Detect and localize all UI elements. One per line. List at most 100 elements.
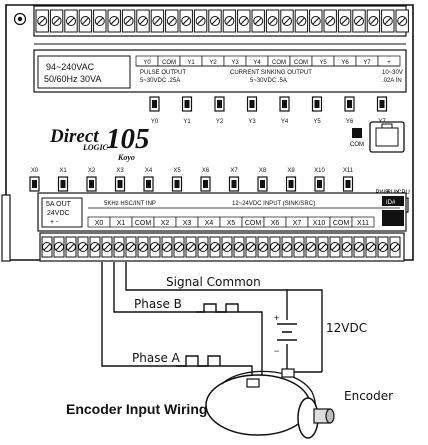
phase-b-pulse-icon [196, 303, 239, 313]
bottom-terminal-label: COM [333, 220, 350, 227]
brand-maker: Koyo [117, 153, 135, 162]
terminal-screw [137, 236, 149, 258]
phase-a-label: Phase A [132, 351, 181, 365]
encoder-connector-a [246, 378, 260, 388]
power-input-rating: 50/60Hz 30VA [44, 74, 101, 84]
power-input-voltage: 94~240VAC [46, 62, 95, 72]
terminal-screw [35, 9, 49, 33]
power-note-voltage: 10~30V [382, 70, 403, 76]
terminal-screw [337, 9, 352, 33]
terminal-screw [53, 236, 65, 258]
terminal-screw [377, 236, 389, 258]
terminal-screw [251, 9, 265, 33]
terminal-screw [293, 236, 305, 258]
output-led-row: Y0Y1Y2Y3Y4Y5Y6Y7 [149, 96, 388, 125]
supply-voltage-label: 12VDC [326, 321, 367, 335]
input-led-label: X8 [259, 168, 267, 174]
output-led-label: Y3 [248, 119, 256, 125]
power-note-current: .02A IN [382, 78, 402, 84]
terminal-screw [323, 9, 337, 33]
bottom-terminal-label: X4 [205, 220, 214, 227]
terminal-screw [317, 236, 329, 258]
terminal-screw [233, 236, 245, 258]
input-led: X4 [143, 168, 154, 192]
terminal-screw [280, 9, 294, 33]
input-led: X3 [114, 168, 126, 192]
input-led: X5 [171, 168, 183, 192]
terminal-screw [381, 9, 395, 33]
aux-out-label: 5A OUT [46, 201, 72, 208]
terminal-screw [341, 236, 353, 258]
com-port-label: COM [350, 142, 364, 148]
terminal-screw [237, 9, 251, 33]
output-led: Y7 [376, 96, 388, 125]
terminal-screw [77, 236, 89, 258]
terminal-screw [121, 9, 136, 33]
top-terminal-label: COM [272, 60, 286, 66]
output-led: Y2 [214, 96, 225, 125]
top-terminal-label: Y6 [341, 60, 349, 66]
encoder-icon [205, 368, 335, 439]
bottom-terminal-label: X1 [117, 220, 126, 227]
pulse-output-label: PULSE OUTPUT [140, 70, 186, 76]
aux-out-voltage: 24VDC [47, 210, 70, 217]
bottom-terminal-label: X10 [313, 220, 326, 227]
terminal-screw [78, 9, 93, 33]
terminal-screw [265, 9, 280, 33]
terminal-screw [309, 9, 323, 33]
input-led: X7 [228, 168, 240, 192]
terminal-screw [89, 236, 101, 258]
diagram-caption: Encoder Input Wiring [66, 401, 207, 417]
encoder-label: Encoder [344, 389, 393, 403]
input-led: X9 [285, 168, 297, 192]
top-terminal-label: + [387, 60, 391, 66]
terminal-screw [107, 9, 121, 33]
output-led: Y0 [149, 96, 160, 125]
brand-logo: Direct LOGIC 105 Koyo [49, 123, 150, 162]
bottom-terminal-label: COM [135, 220, 152, 227]
terminal-screw [165, 9, 179, 33]
terminal-screw [221, 236, 233, 258]
terminal-screw [101, 236, 113, 258]
input-led-label: X9 [287, 168, 295, 174]
top-terminal-label: Y3 [231, 60, 239, 66]
encoder-connector-b [281, 368, 295, 378]
top-terminal-label: Y2 [209, 60, 217, 66]
supply-wire [287, 289, 323, 372]
terminal-screw [113, 236, 125, 258]
com-port: COM [350, 121, 405, 153]
output-led: Y5 [311, 96, 323, 125]
top-terminal-label: Y0 [143, 60, 151, 66]
terminal-screw [125, 236, 137, 258]
input-led-label: X7 [230, 168, 238, 174]
terminal-screw [329, 236, 341, 258]
terminal-screw [173, 236, 185, 258]
top-terminal-label: Y5 [319, 60, 327, 66]
terminal-screw [294, 9, 309, 33]
input-led: X1 [57, 168, 69, 192]
bottom-terminal-label: X5 [227, 220, 236, 227]
output-led: Y4 [279, 96, 290, 125]
terminal-screw [161, 236, 173, 258]
output-led-label: Y5 [313, 119, 321, 125]
terminal-screw [179, 9, 193, 33]
input-led: X0 [29, 168, 40, 192]
bottom-terminal-label: X6 [271, 220, 280, 227]
input-led-label: X5 [173, 168, 181, 174]
output-led-label: Y4 [281, 119, 289, 125]
input-led-label: X11 [343, 168, 354, 174]
brand-model: 105 [106, 123, 150, 155]
bottom-label-bar: 5A OUT 24VDC + - 5KHz HSC/INT INP 12~24V… [37, 192, 407, 232]
input-led-label: X4 [145, 168, 153, 174]
terminal-screw [185, 236, 197, 258]
battery-minus-label: − [274, 346, 279, 356]
input-led: X2 [86, 168, 97, 192]
brand-direct: Direct [49, 126, 99, 147]
terminal-screw [222, 9, 237, 33]
bottom-terminal-label: X11 [357, 220, 369, 227]
terminal-screw [93, 9, 107, 33]
wiring [101, 262, 323, 382]
